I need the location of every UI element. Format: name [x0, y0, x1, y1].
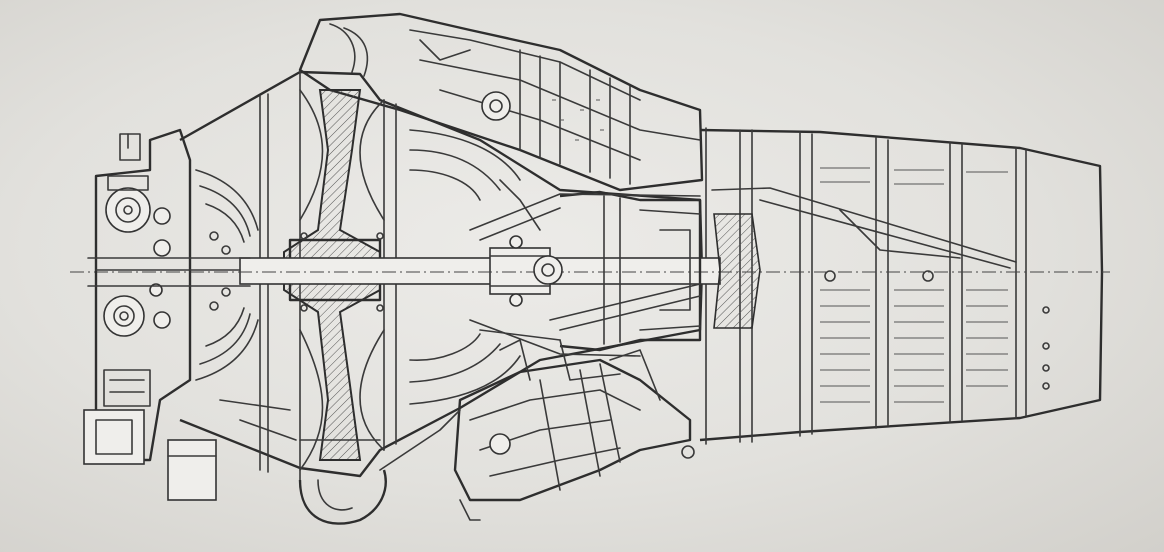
lower-combustion-chamber — [453, 349, 692, 521]
compressor-casing — [179, 70, 704, 481]
jet-pipe — [699, 127, 1104, 445]
bolt-row — [209, 231, 695, 459]
support-struts — [469, 179, 701, 381]
chamber-marks — [552, 99, 604, 141]
turbine-section — [509, 190, 761, 352]
lower-intake — [219, 399, 461, 525]
jet-pipe-rivets — [824, 270, 1050, 390]
accessory-gearbox — [83, 128, 251, 501]
jet-pipe-slots — [820, 167, 1008, 403]
main-shaft — [70, 247, 1110, 295]
upper-combustion-chamber — [298, 12, 704, 192]
